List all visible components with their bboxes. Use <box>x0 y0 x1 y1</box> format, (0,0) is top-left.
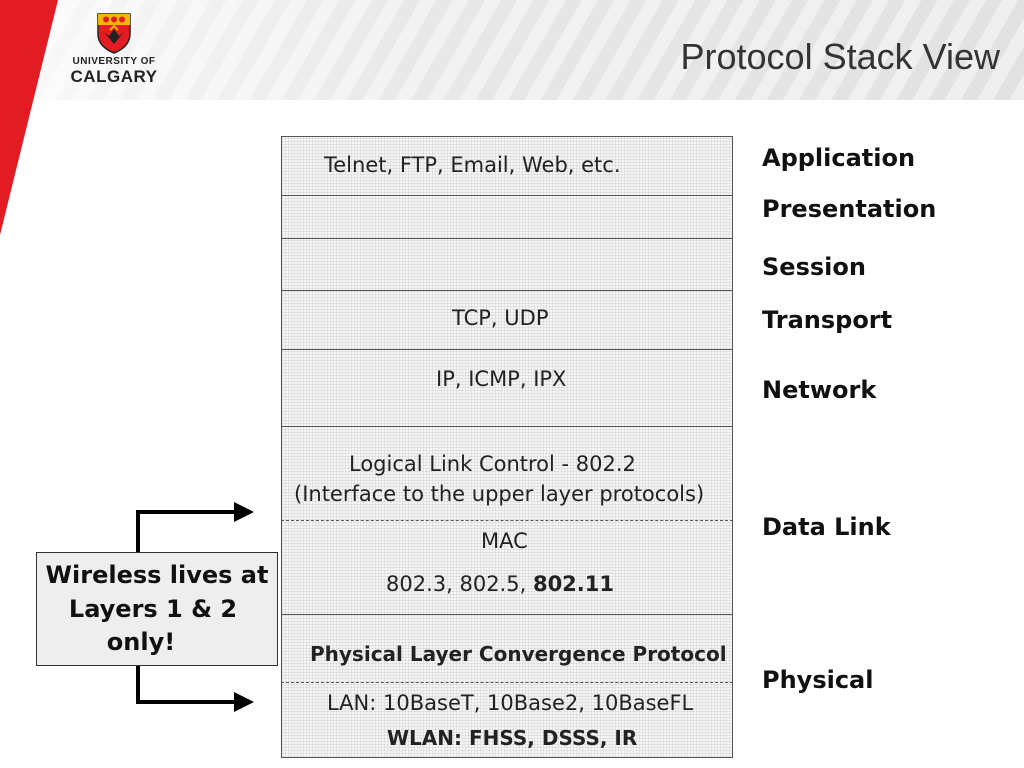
mac-standards-text: 802.3, 802.5, <box>386 572 533 596</box>
wlan-standards: WLAN: FHSS, DSSS, IR <box>387 726 638 750</box>
llc-description: (Interface to the upper layer protocols) <box>294 482 705 506</box>
stack-divider <box>281 195 733 196</box>
arrow-to-data-link <box>136 510 236 552</box>
mac-wireless-standard: 802.11 <box>532 572 614 596</box>
plcp-pmd-divider <box>281 682 733 683</box>
callout-line2: Layers 1 & 2 <box>68 595 238 623</box>
university-logo: UNIVERSITY OF CALGARY <box>64 12 164 92</box>
stack-divider <box>281 426 733 427</box>
mac-label: MAC <box>481 529 528 553</box>
arrowhead-lower <box>234 692 254 712</box>
arrowhead-upper <box>234 502 254 522</box>
header-gradient <box>0 0 1024 100</box>
protocol-stack-box <box>281 136 733 758</box>
logo-text-line1: UNIVERSITY OF <box>72 56 156 67</box>
layer-network: Network <box>762 376 877 404</box>
wireless-callout-box <box>36 552 278 666</box>
callout-line1: Wireless lives at <box>45 561 269 589</box>
red-accent-stripe <box>0 0 58 235</box>
layer-application: Application <box>762 144 916 172</box>
crest-icon <box>97 13 131 54</box>
application-protocols: Telnet, FTP, Email, Web, etc. <box>324 153 621 177</box>
slide-title: Protocol Stack View <box>680 36 1000 77</box>
layer-session: Session <box>762 253 866 281</box>
arrow-to-physical <box>136 666 236 704</box>
stack-divider <box>281 349 733 350</box>
logo-text-line2: CALGARY <box>70 67 158 86</box>
layer-presentation: Presentation <box>762 195 937 223</box>
lan-standards: LAN: 10BaseT, 10Base2, 10BaseFL <box>327 691 694 715</box>
transport-protocols: TCP, UDP <box>452 306 549 330</box>
layer-data-link: Data Link <box>762 513 891 541</box>
stack-divider <box>281 238 733 239</box>
llc-mac-divider <box>281 520 733 521</box>
stack-divider <box>281 290 733 291</box>
mac-standards: 802.3, 802.5, 802.11 <box>386 572 614 596</box>
layer-transport: Transport <box>762 306 893 334</box>
plcp-label: Physical Layer Convergence Protocol <box>310 642 727 666</box>
callout-line3: only! <box>106 628 176 656</box>
network-protocols: IP, ICMP, IPX <box>436 367 567 391</box>
stack-divider <box>281 614 733 615</box>
layer-physical: Physical <box>762 666 874 694</box>
llc-label: Logical Link Control - 802.2 <box>349 452 636 476</box>
